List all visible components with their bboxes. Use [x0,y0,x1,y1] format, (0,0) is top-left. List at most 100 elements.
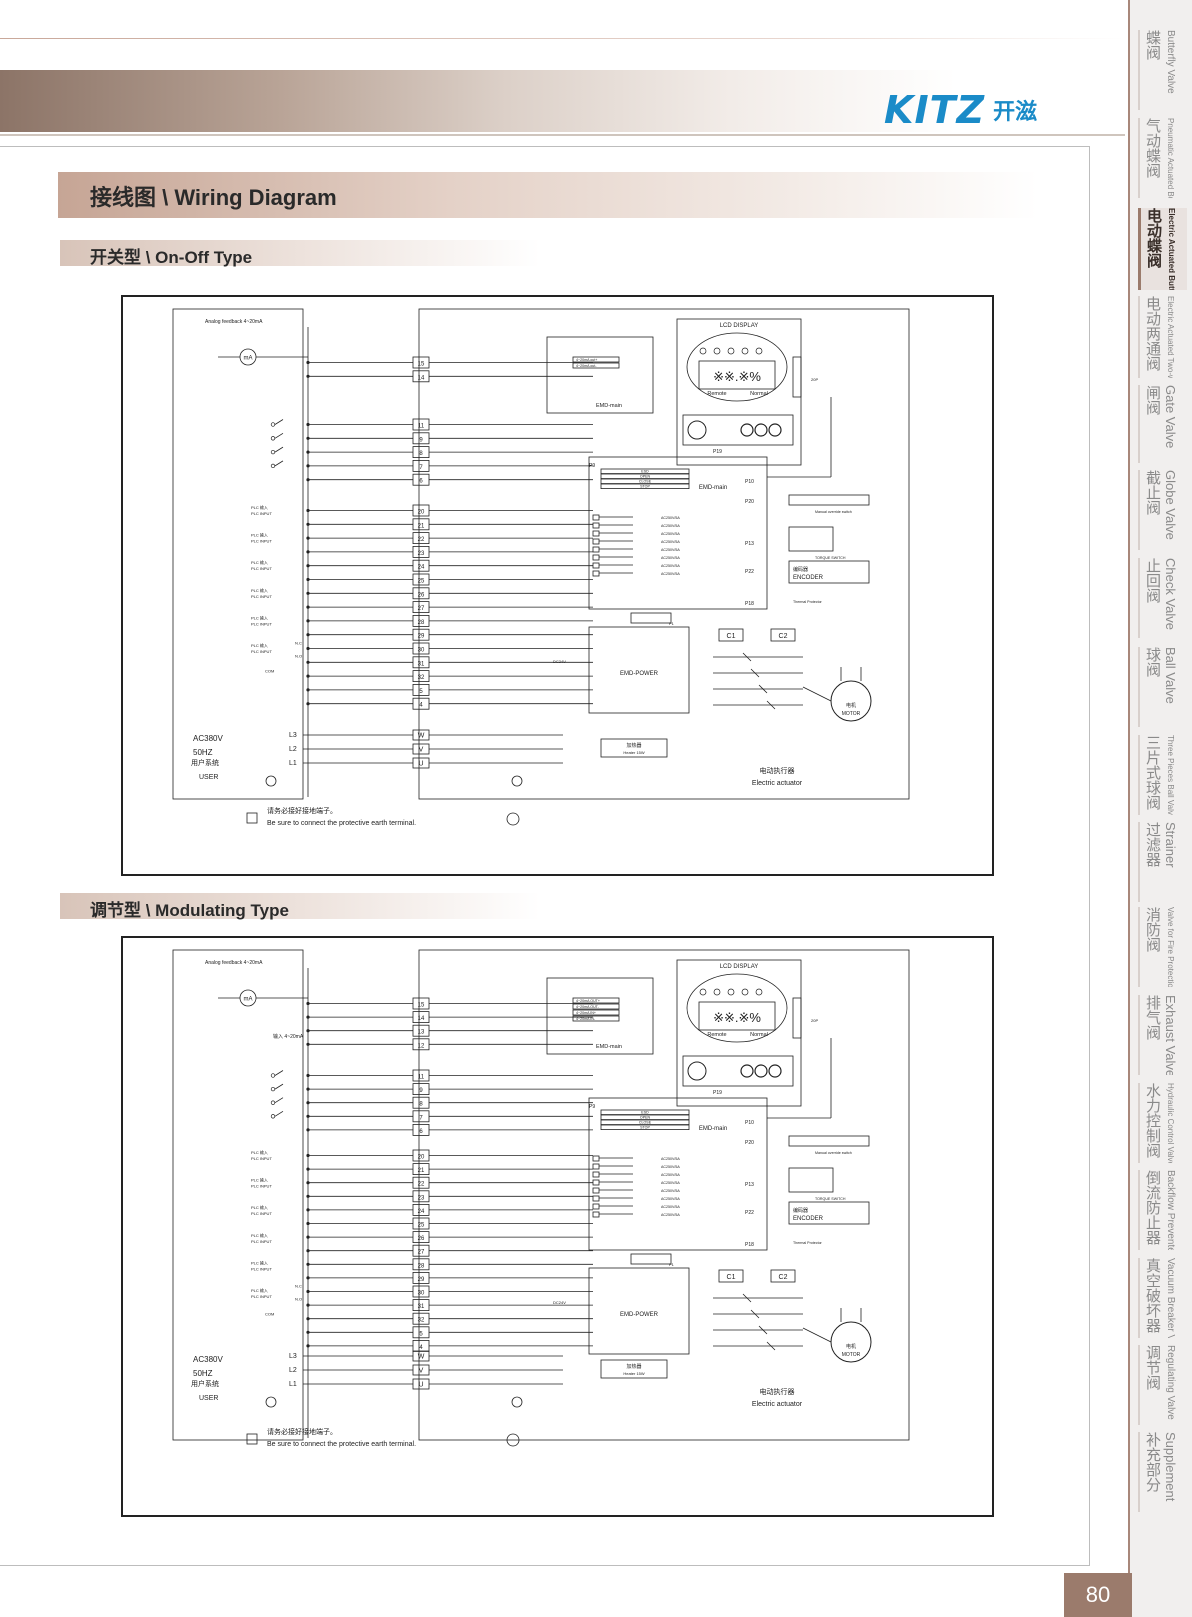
lcd-normal-label: Normal [750,1032,768,1038]
side-tab-en: Valve for Fire Protection [1166,907,1175,987]
earth-icon [511,1396,523,1408]
side-tab-en: Regulating Valve [1165,1345,1176,1420]
plc-input-label: PLC INPUT [251,649,272,654]
cmd-label: ESD [641,1111,649,1115]
p10-label: P10 [745,1120,754,1126]
emd-main-label-top: EMD-main [596,1044,622,1050]
lcd-display-title: LCD DISPLAY [720,323,759,329]
p19-label: P19 [713,1090,722,1096]
junction-dot [306,1276,310,1280]
torque-switch-label: TORQUE SWITCH [815,556,846,560]
emd-main-signal-box [546,336,654,414]
p1-connector [630,1253,672,1265]
emd-main-signal-box [546,977,654,1055]
com-label: COM [265,1312,274,1317]
lcd-indicator-icon [699,347,707,355]
connector-label: 20P [811,377,818,382]
relay-pin [592,1155,600,1162]
terminal-label: 11 [418,1075,425,1081]
terminal-label: 22 [418,1182,425,1188]
encoder-box [788,1201,870,1225]
p22-label: P22 [745,1210,754,1216]
p1-label: P1 [669,621,675,626]
warning-icon [246,1433,258,1445]
lcd-readout: ※※.※% [713,369,761,384]
switch-node [270,1114,276,1119]
relay-rating: AC250V/5A [661,572,680,576]
heater-label: Heater 15W [623,1371,645,1376]
lcd-display-bezel [686,332,788,402]
plc-input-label: PLC INPUT [251,539,272,544]
heater-cn-label: 加热器 [626,742,641,749]
junction-dot [306,374,310,378]
warning-icon [246,812,258,824]
switch-node [270,1100,276,1105]
analog-feedback-label: Analog feedback 4~20mA [205,960,263,966]
emd-main-label: EMD-main [699,1126,727,1132]
side-tab-cn: 电动蝶阀 [1145,208,1162,268]
nc-label: N.C [295,641,302,646]
manual-override-box [788,494,870,506]
junction-dot [306,1153,310,1158]
terminal-label: 23 [418,551,425,557]
p9-label: P9 [589,1104,595,1110]
emd-main-board [588,456,768,610]
p1-label: P1 [669,1262,675,1267]
nc-label: N.C [295,1284,302,1289]
terminal-label: 31 [418,1304,425,1310]
plc-input-cn-label: PLC 输入 [251,504,268,510]
switch-node [270,436,276,441]
lcd-indicator-icon [713,988,721,996]
terminal-label: 29 [418,1277,425,1283]
lcd-button-panel [682,414,794,446]
junction-dot [306,1235,310,1239]
switch-blade [274,460,284,467]
subtitle-modulating: 调节型 \ Modulating Type [60,893,540,920]
side-tab-cn: 真空破坏器 [1144,1258,1161,1333]
relay-rating: AC250V/5A [661,1157,680,1161]
junction-dot [306,633,310,637]
lcd-button-panel [682,1055,794,1087]
motor-wire [802,686,832,702]
plc-input-label: PLC INPUT [251,1156,272,1161]
phase-label: L2 [289,1367,297,1374]
relay-pin [592,1211,600,1218]
motor-cn-label: 电机 [846,1343,856,1350]
wiring-svg-modulating: 1514131211987620212223242526272829303132… [172,949,910,1448]
junction-dot [306,1073,310,1078]
earth-icon [265,1396,277,1408]
content-frame [0,146,1090,1566]
power-spec: AC380V [193,1355,223,1364]
ma-meter-label: mA [244,997,253,1003]
actuator-cn-label: 电动执行器 [760,766,795,775]
junction-dot [306,1344,310,1348]
lcd-button-icon [740,423,754,437]
terminal-label: 32 [418,1318,425,1324]
heater-label: Heater 15W [623,750,645,755]
switch-blade [274,432,284,439]
section-title-text: 接线图 \ Wiring Diagram [90,185,337,210]
relay-rating: AC250V/5A [661,548,680,552]
switch-contact [758,1325,768,1335]
lcd-screen [698,1001,776,1031]
emd-power-label: EMD-POWER [620,671,659,677]
emd-main-label: EMD-main [699,485,727,491]
lcd-display-frame [676,959,802,1107]
